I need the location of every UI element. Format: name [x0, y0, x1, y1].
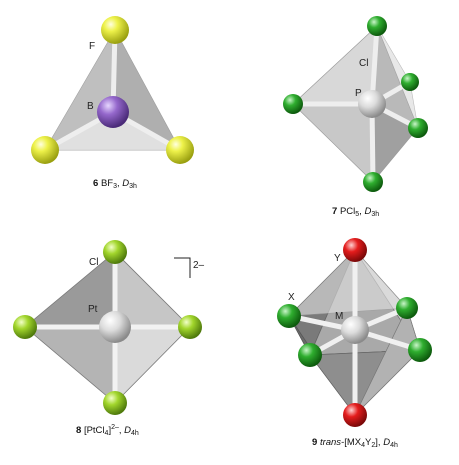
mx4y2-atom-x-right-back	[396, 297, 418, 319]
molecule-bf3: F B	[31, 16, 194, 164]
mx4y2-atom-y-bottom	[343, 403, 367, 427]
ptcl4-label-cl: Cl	[89, 257, 98, 268]
ptcl4-atom-cl-bottom	[103, 391, 127, 415]
ptcl4-atom-cl-left	[13, 315, 37, 339]
mx4y2-atom-x-left-front	[298, 343, 322, 367]
pcl5-label-p: P	[355, 88, 362, 99]
caption-pcl5: 7 PCl5, D3h	[332, 206, 379, 218]
ptcl4-charge: 2–	[193, 260, 205, 271]
mx4y2-atom-y-top	[343, 238, 367, 262]
mx4y2-face-lower-right	[354, 307, 421, 416]
bf3-label-f: F	[89, 41, 95, 52]
bf3-atom-f-top	[101, 16, 129, 44]
mx4y2-atom-m	[341, 316, 369, 344]
ptcl4-atom-cl-right	[178, 315, 202, 339]
pcl5-face-left-bottom	[292, 103, 374, 183]
pcl5-atom-cl-top	[367, 16, 387, 36]
mx4y2-atom-x-left-back	[277, 304, 301, 328]
bf3-face-bottom	[45, 112, 180, 150]
ptcl4-atom-cl-top	[103, 240, 127, 264]
caption-bf3: 6 BF3, D3h	[93, 178, 137, 190]
pcl5-atom-cl-left	[283, 94, 303, 114]
ptcl4-face-upper-left	[23, 251, 116, 328]
ptcl4-label-pt: Pt	[88, 304, 98, 315]
mx4y2-label-x: X	[288, 292, 295, 303]
ptcl4-face-lower-left	[23, 326, 116, 404]
molecule-ptcl4: Cl Pt 2–	[13, 240, 205, 415]
molecule-mx4y2: Y X M	[277, 238, 432, 427]
pcl5-face-back-top	[376, 25, 419, 129]
pcl5-atom-cl-front	[408, 118, 428, 138]
bf3-atom-f-right	[166, 136, 194, 164]
ptcl4-atom-pt	[99, 311, 131, 343]
ptcl4-bracket	[174, 257, 191, 278]
ptcl4-face-lower-right	[114, 326, 191, 404]
pcl5-atom-cl-bottom	[363, 172, 383, 192]
caption-mx4y2: 9 trans-[MX4Y2], D4h	[312, 437, 398, 449]
bf3-atom-f-left	[31, 136, 59, 164]
caption-ptcl4: 8 [PtCl4]2–, D4h	[76, 424, 139, 437]
bf3-atom-b	[97, 96, 129, 128]
mx4y2-atom-x-right-front	[408, 338, 432, 362]
bf3-label-b: B	[87, 101, 94, 112]
pcl5-atom-cl-back	[401, 73, 419, 91]
mx4y2-face-upper-back	[288, 249, 408, 317]
pcl5-label-cl: Cl	[359, 58, 368, 69]
molecule-pcl5: Cl P	[283, 16, 428, 192]
pcl5-atom-p	[358, 90, 386, 118]
mx4y2-label-m: M	[335, 311, 343, 322]
mx4y2-label-y: Y	[334, 253, 341, 264]
